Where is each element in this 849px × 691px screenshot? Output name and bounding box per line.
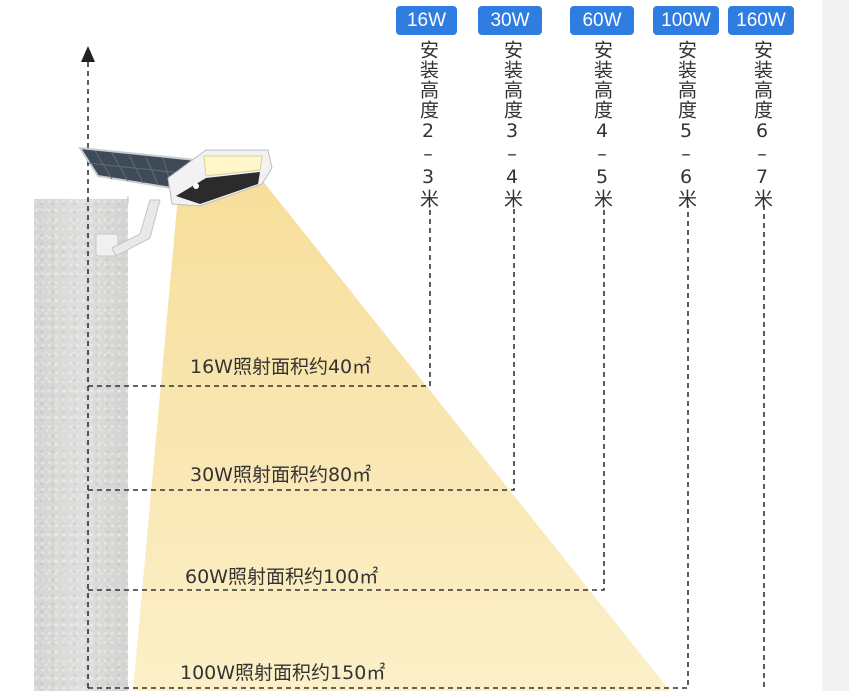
install-height-16w: 安装高度2–3米 (417, 40, 439, 209)
leader-line-16w (88, 205, 431, 387)
install-height-160w: 安装高度6–7米 (751, 40, 773, 209)
concrete-wall (34, 199, 128, 691)
power-badge-16w: 16W (396, 6, 457, 35)
power-badge-60w: 60W (570, 6, 634, 35)
right-strip (822, 0, 849, 691)
leader-line-60w (88, 205, 605, 591)
coverage-label-60w: 60W照射面积约100㎡ (185, 566, 379, 588)
light-beam (133, 180, 670, 691)
leader-lines (88, 205, 765, 691)
install-height-100w: 安装高度5–6米 (675, 40, 697, 209)
leader-line-100w (88, 205, 689, 689)
coverage-label-30w: 30W照射面积约80㎡ (190, 464, 372, 486)
solar-street-lamp-icon (78, 146, 273, 257)
coverage-label-100w: 100W照射面积约150㎡ (180, 662, 386, 684)
install-height-30w: 安装高度3–4米 (501, 40, 523, 209)
leader-line-30w (88, 205, 515, 491)
install-height-60w: 安装高度4–5米 (591, 40, 613, 209)
up-arrow-icon (81, 46, 95, 62)
power-badge-30w: 30W (478, 6, 542, 35)
power-badge-100w: 100W (653, 6, 719, 35)
power-badge-160w: 160W (728, 6, 794, 35)
coverage-label-16w: 16W照射面积约40㎡ (190, 356, 372, 378)
